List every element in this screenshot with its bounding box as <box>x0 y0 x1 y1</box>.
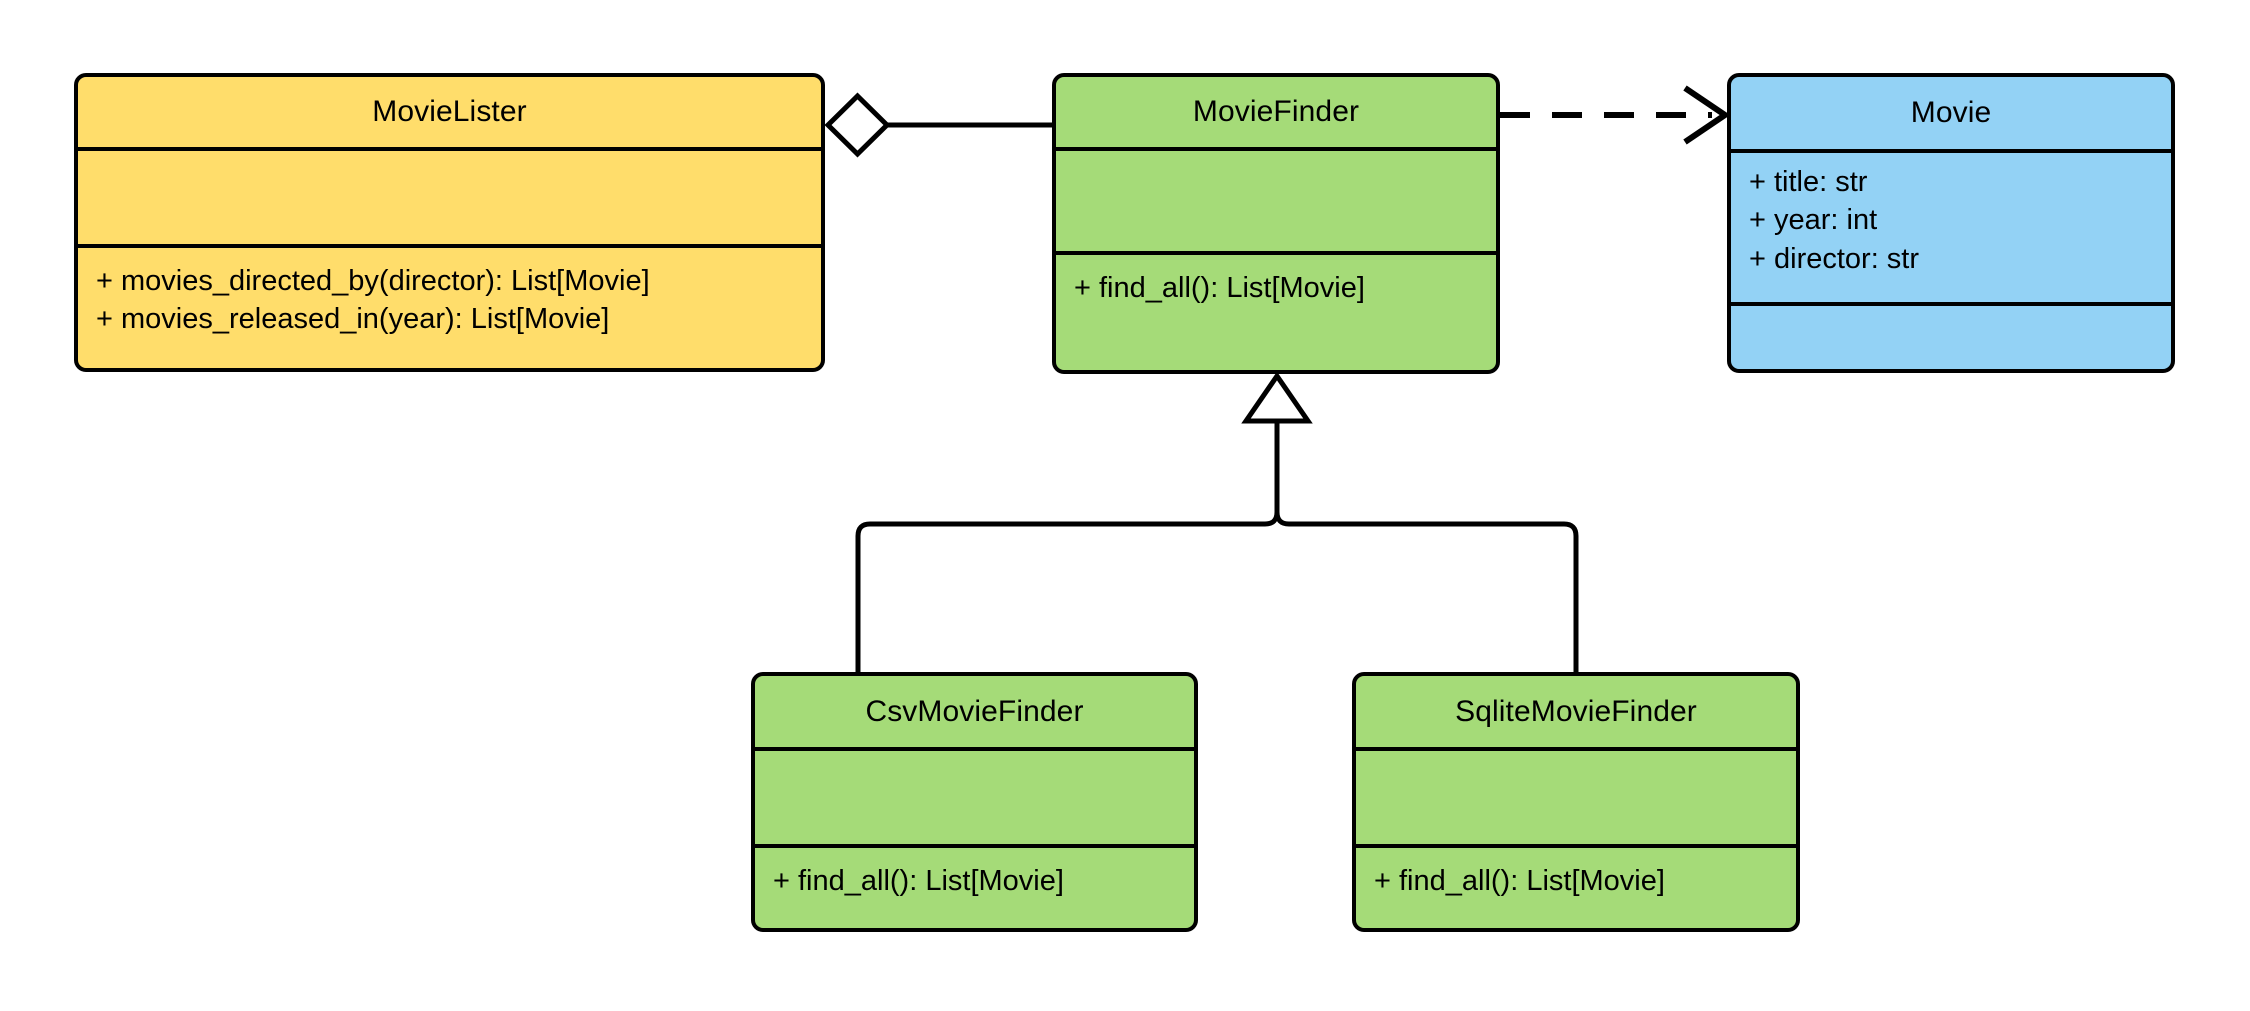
class-box-sqlite-movie-finder[interactable]: SqliteMovieFinder + find_all(): List[Mov… <box>1352 672 1800 932</box>
methods-compartment-movie <box>1731 302 2171 369</box>
hollow-diamond-icon <box>824 92 891 158</box>
attributes-compartment-sqlite-movie-finder <box>1356 747 1796 844</box>
class-name-sqlite-movie-finder: SqliteMovieFinder <box>1455 694 1697 728</box>
attribute-item: + year: int <box>1749 204 1878 237</box>
methods-compartment-csv-movie-finder: + find_all(): List[Movie] <box>755 844 1194 928</box>
class-name-movie-lister: MovieLister <box>372 95 527 128</box>
method-item: + find_all(): List[Movie] <box>773 865 1064 897</box>
inheritance-branch-sqlite <box>1274 421 1579 672</box>
open-arrow-icon <box>1683 85 1731 145</box>
inheritance-branch-csv <box>855 421 1280 672</box>
class-box-movie-lister[interactable]: MovieLister + movies_directed_by(directo… <box>74 73 825 372</box>
attributes-compartment-movie-lister <box>78 147 821 244</box>
generalization-tree <box>855 371 1579 672</box>
attributes-compartment-csv-movie-finder <box>755 747 1194 844</box>
method-item: + find_all(): List[Movie] <box>1374 865 1665 897</box>
methods-compartment-sqlite-movie-finder: + find_all(): List[Movie] <box>1356 844 1796 928</box>
method-item: + movies_directed_by(director): List[Mov… <box>96 265 650 297</box>
attribute-item: + title: str <box>1749 166 1868 198</box>
attribute-item: + director: str <box>1749 242 1920 275</box>
methods-compartment-movie-finder: + find_all(): List[Movie] <box>1056 251 1496 370</box>
attributes-compartment-movie-finder <box>1056 147 1496 251</box>
class-box-movie-finder[interactable]: MovieFinder + find_all(): List[Movie] <box>1052 73 1500 374</box>
dependency-finder-movie <box>1500 85 1731 145</box>
class-name-csv-movie-finder: CsvMovieFinder <box>865 694 1084 728</box>
class-box-movie[interactable]: Movie + title: str + year: int + directo… <box>1727 73 2175 373</box>
aggregation-lister-finder <box>824 92 1055 158</box>
methods-compartment-movie-lister: + movies_directed_by(director): List[Mov… <box>78 244 821 368</box>
class-box-csv-movie-finder[interactable]: CsvMovieFinder + find_all(): List[Movie] <box>751 672 1198 932</box>
method-item: + find_all(): List[Movie] <box>1074 272 1365 304</box>
hollow-triangle-icon <box>1241 371 1313 424</box>
attributes-compartment-movie: + title: str + year: int + director: str <box>1731 149 2171 302</box>
method-item: + movies_released_in(year): List[Movie] <box>96 303 610 336</box>
class-name-movie: Movie <box>1910 96 1992 129</box>
class-name-movie-finder: MovieFinder <box>1192 95 1360 128</box>
